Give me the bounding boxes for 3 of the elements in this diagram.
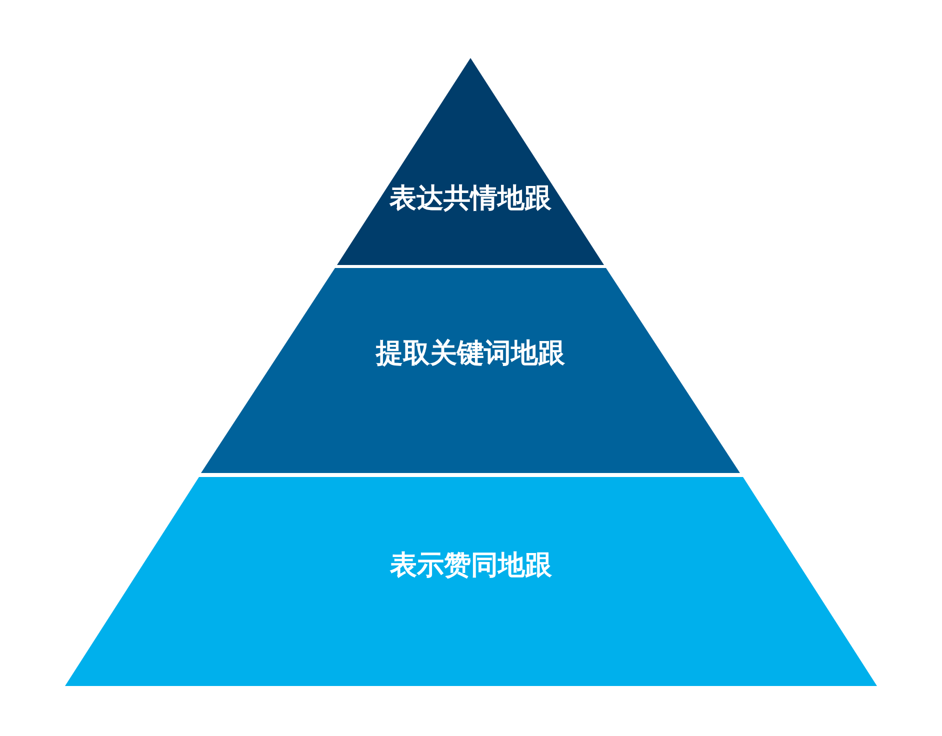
level-label: 表示赞同地跟 <box>390 549 552 583</box>
level-label: 表达共情地跟 <box>390 182 552 216</box>
level-label: 提取关键词地跟 <box>376 337 565 371</box>
